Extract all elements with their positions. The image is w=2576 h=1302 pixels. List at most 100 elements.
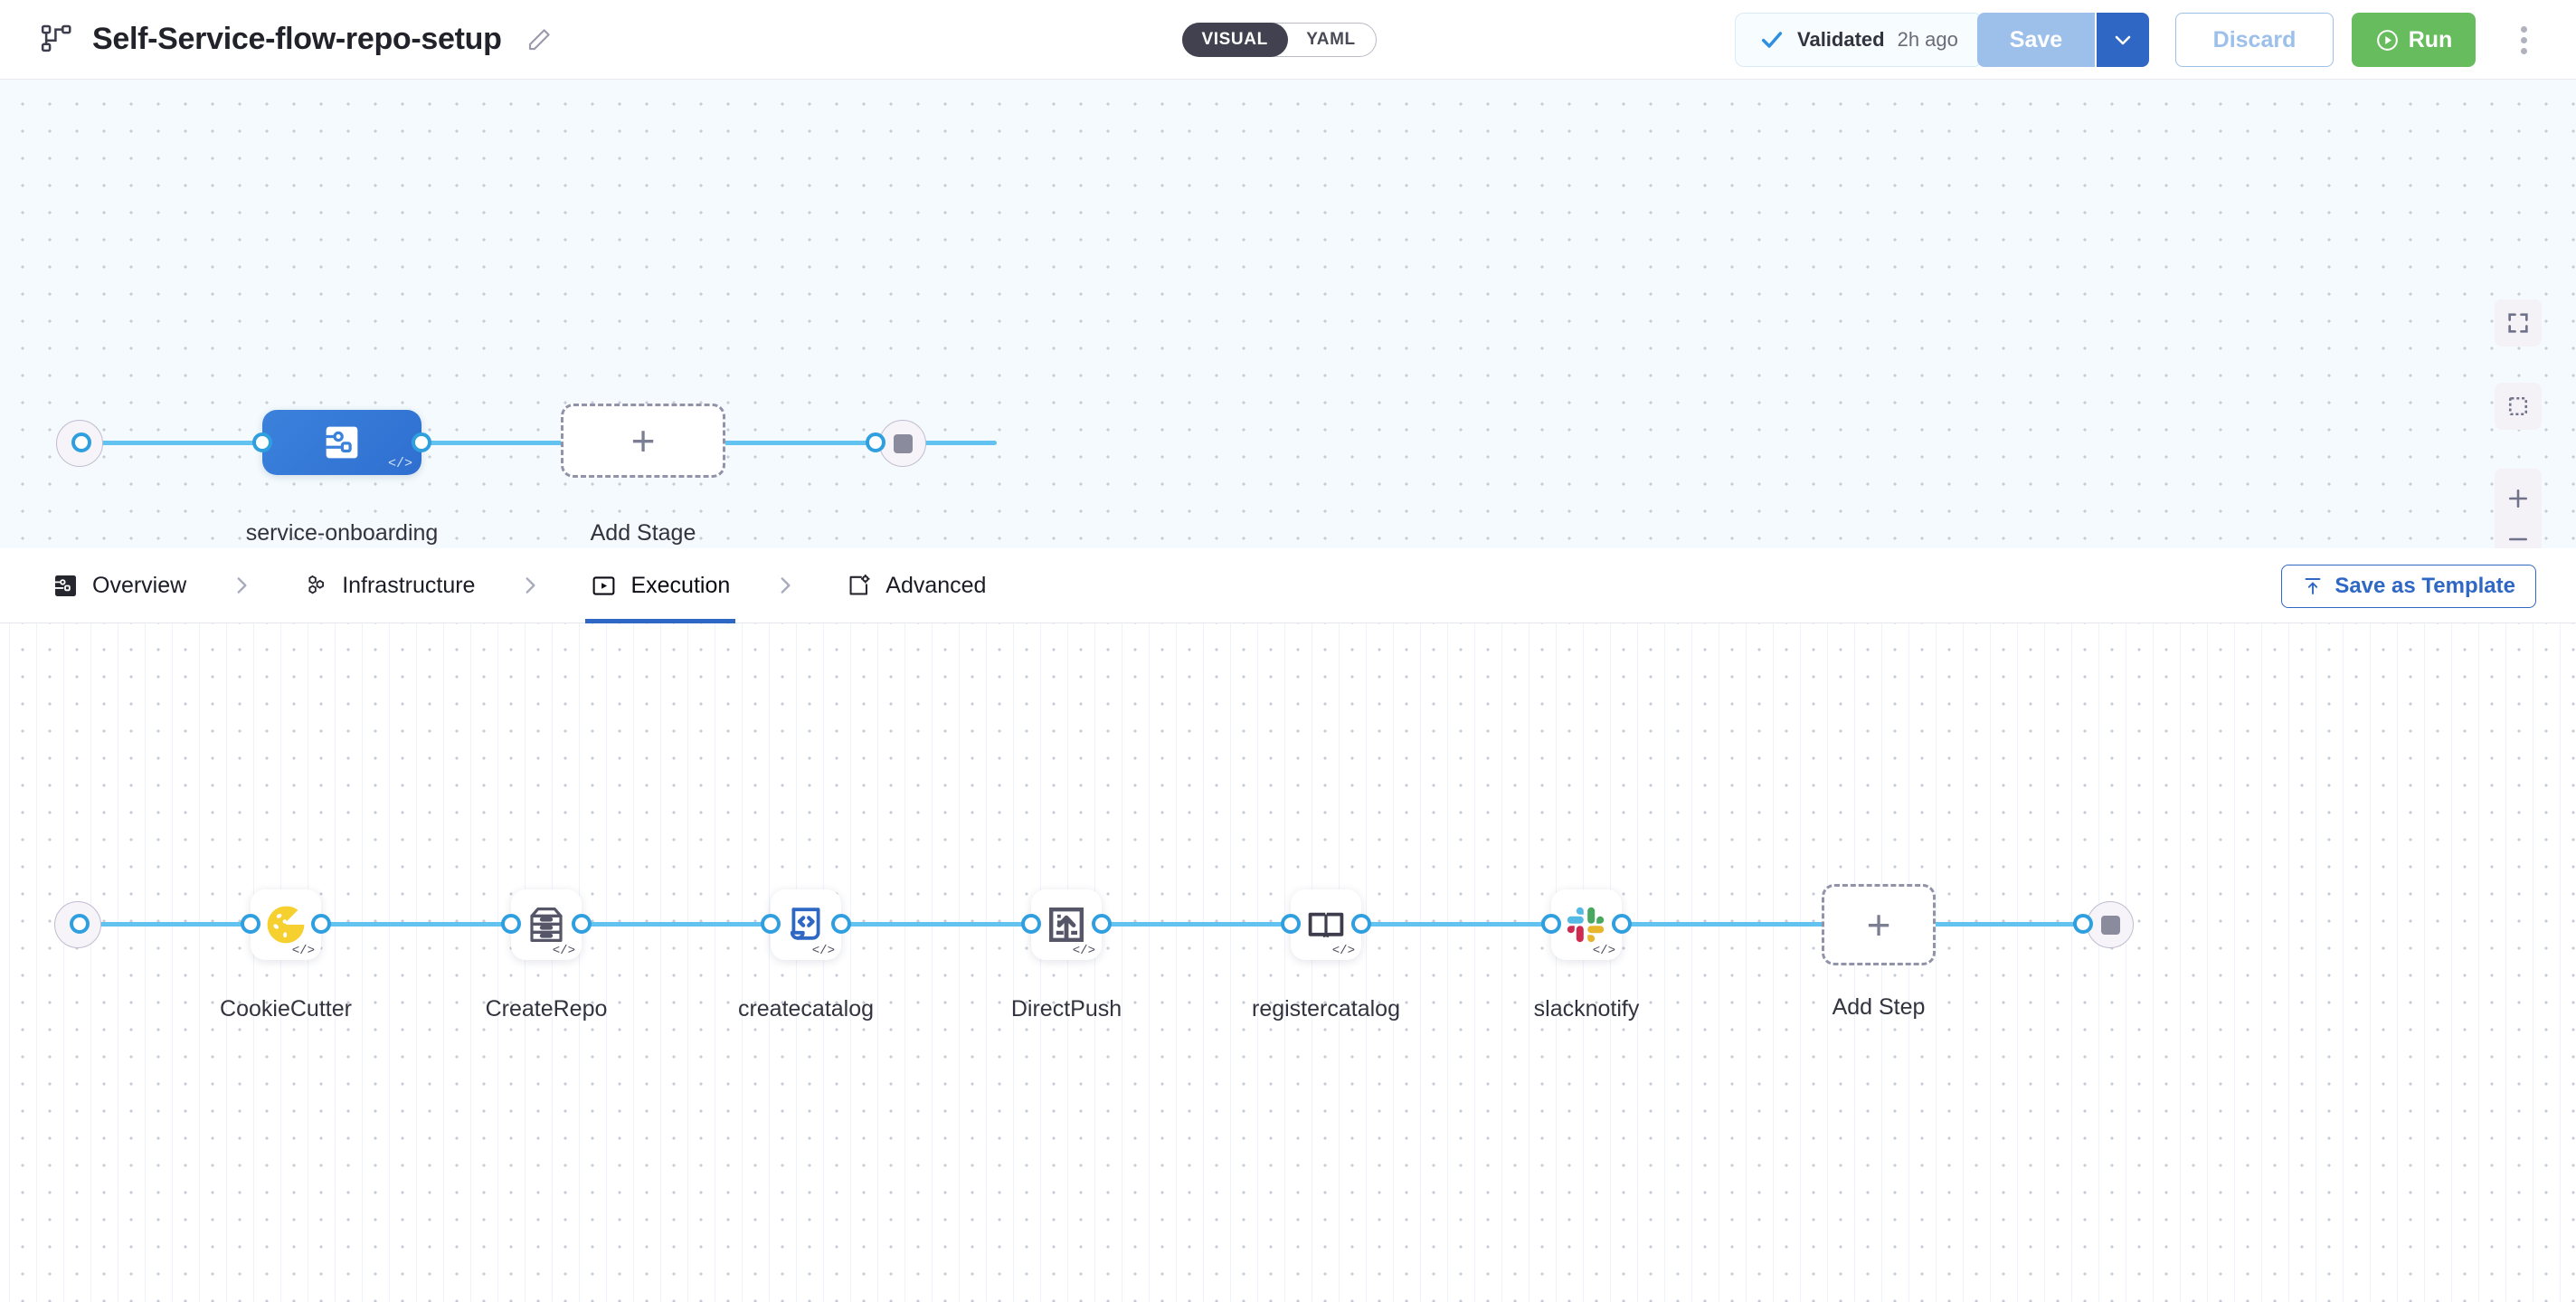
plus-icon: +: [1866, 901, 1891, 948]
steps-end-node[interactable]: [2087, 901, 2134, 948]
play-circle-icon: [2375, 28, 2400, 52]
status-badge: Validated 2h ago: [1735, 13, 1983, 67]
step-label-createrepo: CreateRepo: [485, 996, 608, 1022]
validated-label: Validated: [1797, 28, 1885, 51]
step-node-directpush[interactable]: </>: [1031, 889, 1102, 960]
tab-execution[interactable]: Execution: [585, 548, 736, 623]
slack-icon: [1567, 907, 1605, 943]
fit-to-screen-button[interactable]: [2495, 299, 2542, 347]
cookiecutter-output-port[interactable]: [311, 914, 331, 934]
steps-start-output-port[interactable]: [70, 914, 90, 934]
steps-end-input-port[interactable]: [2073, 914, 2093, 934]
start-output-port[interactable]: [71, 432, 91, 452]
save-as-template-button[interactable]: Save as Template: [2281, 565, 2536, 608]
tab-execution-label: Execution: [630, 572, 731, 598]
step-graph-canvas[interactable]: </> CookieCutter </> CreateRepo: [0, 623, 2576, 1302]
stage-input-port[interactable]: [252, 432, 272, 452]
pipeline-end-node[interactable]: [879, 420, 926, 467]
hexagon-cluster-icon: [308, 575, 325, 594]
step-label-createcatalog: createcatalog: [737, 996, 875, 1022]
tab-advanced[interactable]: Advanced: [840, 548, 991, 623]
pipeline-icon: [40, 23, 74, 57]
plus-icon: +: [630, 417, 656, 464]
zoom-out-button[interactable]: [2495, 518, 2542, 548]
advanced-gear-icon: [849, 574, 870, 594]
step-node-registercatalog[interactable]: </>: [1291, 889, 1361, 960]
stage-connector: [92, 441, 997, 445]
cookiecutter-input-port[interactable]: [241, 914, 260, 934]
add-step-button[interactable]: +: [1822, 884, 1936, 965]
add-stage-button[interactable]: +: [561, 404, 725, 478]
zoom-in-button[interactable]: [2495, 478, 2542, 518]
save-split-button[interactable]: Save: [1977, 13, 2149, 67]
kebab-dot: [2520, 47, 2527, 54]
step-label-registercatalog: registercatalog: [1252, 996, 1400, 1022]
save-as-template-label: Save as Template: [2334, 574, 2515, 598]
directpush-input-port[interactable]: [1021, 914, 1041, 934]
view-mode-toggle[interactable]: VISUAL YAML: [1181, 23, 1377, 57]
step-node-createcatalog[interactable]: </>: [771, 889, 841, 960]
upload-box-icon: [1049, 908, 1084, 942]
app-header: Self-Service-flow-repo-setup VISUAL YAML…: [0, 0, 2576, 80]
header-left-group: Self-Service-flow-repo-setup: [0, 22, 553, 57]
stop-icon: [2100, 915, 2120, 935]
tab-advanced-label: Advanced: [886, 572, 987, 598]
slacknotify-output-port[interactable]: [1612, 914, 1632, 934]
selection-mode-button[interactable]: [2495, 383, 2542, 430]
step-label-slacknotify: slacknotify: [1533, 996, 1640, 1022]
tab-visual[interactable]: VISUAL: [1181, 23, 1288, 57]
tab-infrastructure[interactable]: Infrastructure: [297, 548, 480, 623]
stage-node-service-onboarding[interactable]: </>: [262, 410, 421, 475]
tab-infrastructure-label: Infrastructure: [342, 572, 476, 598]
page-title: Self-Service-flow-repo-setup: [92, 22, 502, 56]
stage-graph-canvas[interactable]: </> service-onboarding + Add Stage: [0, 80, 2576, 548]
registercatalog-input-port[interactable]: [1281, 914, 1301, 934]
createrepo-output-port[interactable]: [572, 914, 592, 934]
step-label-cookiecutter: CookieCutter: [220, 996, 352, 1022]
add-stage-label: Add Stage: [590, 520, 696, 546]
registercatalog-output-port[interactable]: [1351, 914, 1371, 934]
discard-button[interactable]: Discard: [2175, 13, 2334, 67]
code-badge: </>: [811, 944, 835, 958]
run-label: Run: [2408, 26, 2453, 52]
zoom-controls[interactable]: [2495, 469, 2542, 548]
tab-overview[interactable]: Overview: [47, 548, 192, 623]
fit-screen-icon: [2505, 310, 2531, 336]
code-badge: </>: [387, 456, 412, 471]
code-badge: </>: [1331, 944, 1355, 958]
selection-box-icon: [2505, 394, 2531, 419]
createcatalog-output-port[interactable]: [831, 914, 851, 934]
code-badge: </>: [291, 944, 315, 958]
execution-icon: [593, 575, 615, 595]
end-input-port[interactable]: [866, 432, 886, 452]
validated-time: 2h ago: [1897, 28, 1958, 51]
code-badge: </>: [552, 944, 575, 958]
pencil-icon[interactable]: [520, 26, 553, 53]
createrepo-input-port[interactable]: [501, 914, 521, 934]
tab-yaml[interactable]: YAML: [1306, 30, 1356, 49]
createcatalog-input-port[interactable]: [761, 914, 781, 934]
step-node-cookiecutter[interactable]: </>: [251, 889, 321, 960]
chevron-right-icon: [230, 574, 253, 597]
overview-icon: [54, 575, 76, 596]
kebab-menu-icon[interactable]: [2505, 22, 2542, 58]
code-badge: </>: [1592, 944, 1615, 958]
step-node-slacknotify[interactable]: </>: [1551, 889, 1622, 960]
step-label-directpush: DirectPush: [1010, 996, 1122, 1022]
chevron-right-icon: [773, 574, 797, 597]
pipeline-start-node[interactable]: [56, 420, 103, 467]
stage-output-port[interactable]: [412, 432, 431, 452]
code-document-icon: [790, 908, 820, 940]
open-book-icon: [1308, 912, 1344, 938]
chevron-down-icon[interactable]: [2097, 13, 2149, 67]
kebab-dot: [2520, 25, 2527, 33]
directpush-output-port[interactable]: [1092, 914, 1112, 934]
archive-drawers-icon: [530, 908, 563, 943]
code-badge: </>: [1072, 944, 1095, 958]
stage-node-label: service-onboarding: [245, 520, 439, 546]
save-button[interactable]: Save: [1977, 13, 2097, 67]
run-button[interactable]: Run: [2352, 13, 2476, 67]
slacknotify-input-port[interactable]: [1541, 914, 1561, 934]
step-node-createrepo[interactable]: </>: [511, 889, 582, 960]
